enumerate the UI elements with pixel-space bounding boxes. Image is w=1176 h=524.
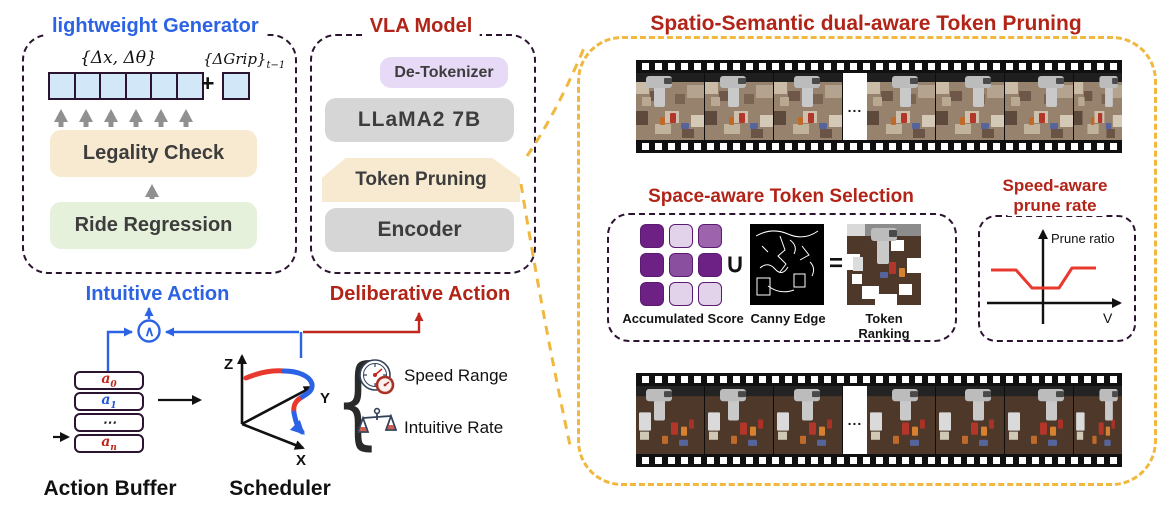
token-ranking-image <box>847 224 921 305</box>
speed-rate-box <box>978 215 1136 342</box>
score-grid-cell <box>669 253 693 277</box>
action-token <box>99 72 127 100</box>
film-frames: ... <box>636 386 1122 454</box>
score-grid-cell <box>640 282 664 306</box>
film-frame <box>1005 73 1074 140</box>
encoder-box: Encoder <box>325 208 514 252</box>
token-ranking-caption: Token Ranking <box>858 311 910 341</box>
film-frame <box>705 73 774 140</box>
speed-rate-title-line1: Speed-aware <box>1002 176 1108 195</box>
space-selection-title: Space-aware Token Selection <box>642 186 920 208</box>
score-grid-cell <box>640 253 664 277</box>
equals-symbol: = <box>828 250 843 277</box>
film-frame <box>705 386 774 454</box>
film-strip-original: ... <box>636 373 1122 467</box>
action-token <box>48 72 76 100</box>
film-ellipsis: ... <box>843 73 867 140</box>
film-sprocket <box>636 373 1122 386</box>
film-frame <box>636 386 705 454</box>
score-grid-cell <box>698 253 722 277</box>
film-frame-partial <box>1074 386 1122 454</box>
action-buffer-label: Action Buffer <box>43 477 177 500</box>
intuitive-rate-label: Intuitive Rate <box>404 418 504 437</box>
film-frame-partial <box>1074 73 1122 140</box>
action-token <box>175 72 204 100</box>
score-grid-cell <box>669 224 693 248</box>
film-frame <box>936 73 1005 140</box>
action-buffer-row: an <box>74 434 144 453</box>
accumulated-score-caption: Accumulated Score <box>622 311 744 326</box>
deliberative-action-label: Deliberative Action <box>329 283 511 305</box>
film-sprocket <box>636 140 1122 153</box>
velocity-label: V <box>1103 310 1113 326</box>
scheduler-label: Scheduler <box>229 477 331 500</box>
axis-y-label: Y <box>320 390 331 407</box>
score-grid-cell <box>698 224 722 248</box>
balance-scale-icon <box>356 406 398 455</box>
film-ellipsis: ... <box>843 386 867 454</box>
film-strip-pruned: ... <box>636 60 1122 153</box>
action-token <box>73 72 102 100</box>
score-grid-cell <box>698 282 722 306</box>
grip-token <box>222 72 250 100</box>
union-symbol: ∪ <box>725 248 745 278</box>
plus-sign: + <box>201 70 215 96</box>
buffer-item-label: a0 <box>101 370 117 390</box>
canny-edge-image <box>750 224 824 305</box>
film-frame <box>774 386 843 454</box>
ride-regression-box: Ride Regression <box>50 202 257 249</box>
legality-check-box: Legality Check <box>50 130 257 177</box>
film-frame <box>936 386 1005 454</box>
speed-range-label: Speed Range <box>404 366 508 385</box>
action-buffer-row: ⋯ <box>74 413 144 432</box>
action-buffer-row: a1 <box>74 392 144 411</box>
speedometer-icon <box>356 356 398 405</box>
score-grid-cell <box>669 282 693 306</box>
axis-z-label: Z <box>224 356 234 373</box>
buffer-item-label: ⋯ <box>102 414 116 431</box>
space-selection-box <box>607 213 957 342</box>
score-grid-cell <box>640 224 664 248</box>
action-token <box>150 72 178 100</box>
speed-rate-title-line2: prune rate <box>1007 196 1103 216</box>
generator-title: lightweight Generator <box>45 15 266 38</box>
buffer-item-label: an <box>101 433 117 453</box>
film-frame <box>867 386 936 454</box>
de-tokenizer-box: De-Tokenizer <box>380 57 508 88</box>
film-frame <box>774 73 843 140</box>
canny-edge-caption: Canny Edge <box>750 311 826 326</box>
film-sprocket <box>636 60 1122 73</box>
action-token <box>124 72 153 100</box>
film-frame <box>867 73 936 140</box>
grip-label: {ΔGrip}t−1 <box>203 50 286 71</box>
film-frame <box>1005 386 1074 454</box>
panel-title: Spatio-Semantic dual-aware Token Pruning <box>643 12 1089 36</box>
merge-symbol: ∧ <box>144 323 155 339</box>
axis-x-label: X <box>296 452 307 469</box>
film-sprocket <box>636 454 1122 467</box>
film-frame <box>636 73 705 140</box>
token-pruning-panel <box>577 36 1157 486</box>
action-buffer-row: a0 <box>74 371 144 390</box>
prune-ratio-label: Prune ratio <box>1051 231 1115 246</box>
token-pruning-box: Token Pruning <box>322 158 520 202</box>
buffer-item-label: a1 <box>101 391 117 411</box>
delta-label: {Δx, Δθ} <box>80 48 157 68</box>
film-frames: ... <box>636 73 1122 140</box>
llama-box: LLaMA2 7B <box>325 98 514 142</box>
vla-title: VLA Model <box>362 15 480 38</box>
action-token-row <box>48 72 204 100</box>
intuitive-action-label: Intuitive Action <box>85 283 230 305</box>
accumulated-score-grid <box>640 224 722 306</box>
